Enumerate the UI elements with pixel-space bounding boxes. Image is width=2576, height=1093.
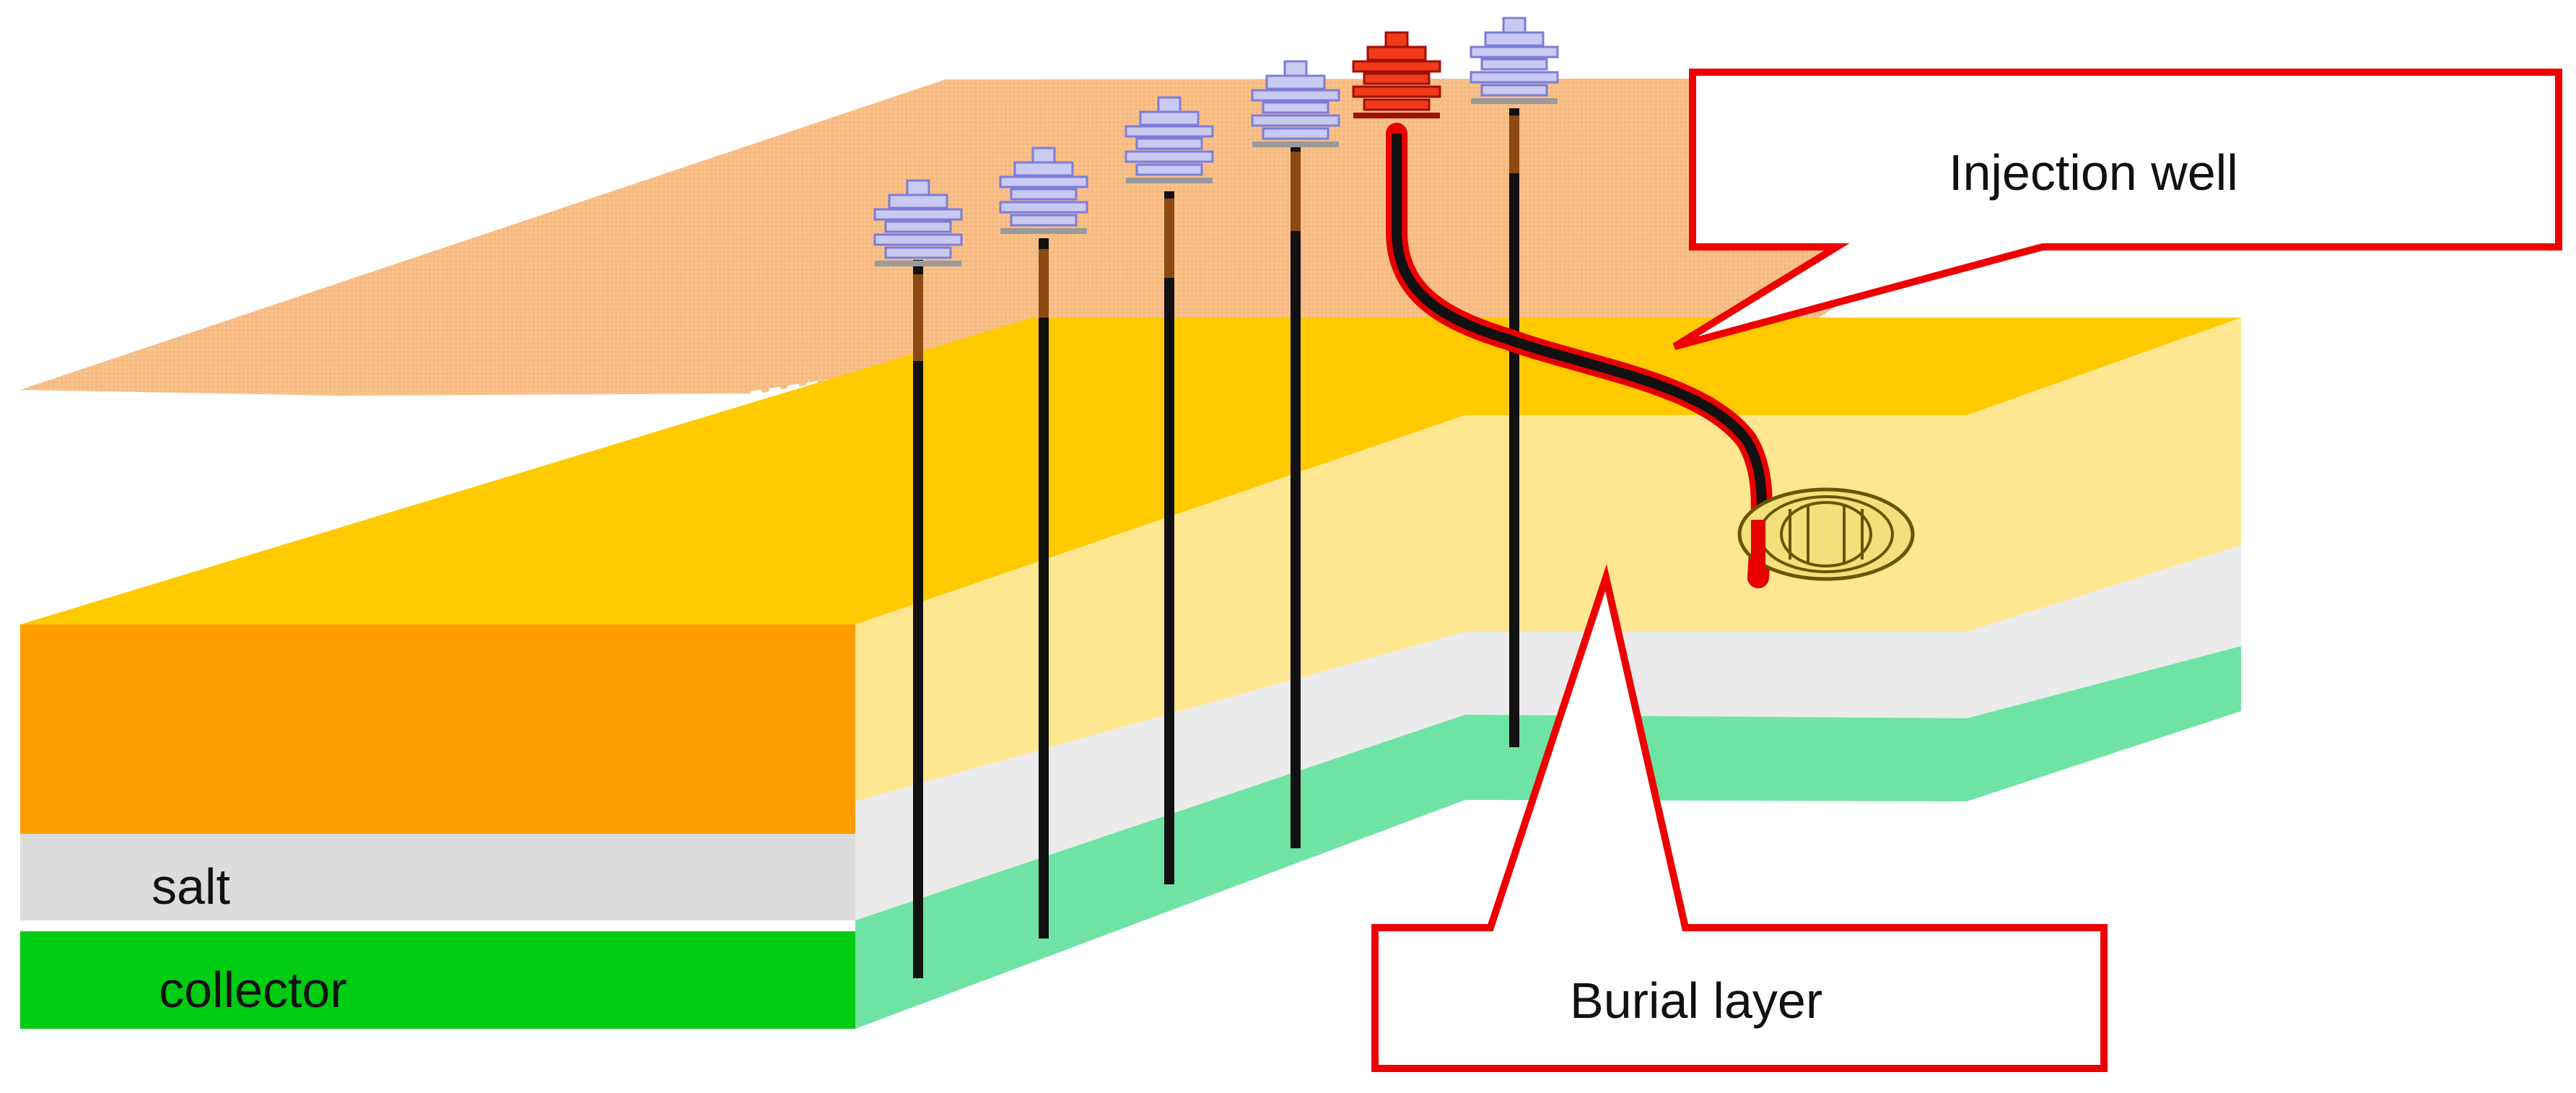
collector-side-face [855,646,2241,1029]
collector-front-face [20,931,855,1029]
ground-surface [20,78,2187,396]
collector-label: collector [159,962,347,1018]
rig-1 [873,179,963,266]
injection-well-label: Injection well [1949,144,2238,201]
rig-2 [999,147,1088,234]
rig-4 [1251,60,1340,147]
burial-layer-label: Burial layer [1570,972,1822,1029]
top-layer-front-face [20,624,855,834]
salt-front-face [20,834,855,920]
salt-side-face [855,545,2241,920]
burial-layer-callout: Burial layer [1371,564,2108,1072]
salt-label: salt [152,858,230,915]
rig-5 [1470,17,1559,104]
injection-well-callout: Injection well [1672,69,2562,350]
burial-cavity [1737,487,1915,581]
top-layer-side-face [855,318,2241,801]
rig-3 [1125,96,1214,183]
rig-injection [1352,31,1441,118]
injection-well [1386,123,1773,588]
